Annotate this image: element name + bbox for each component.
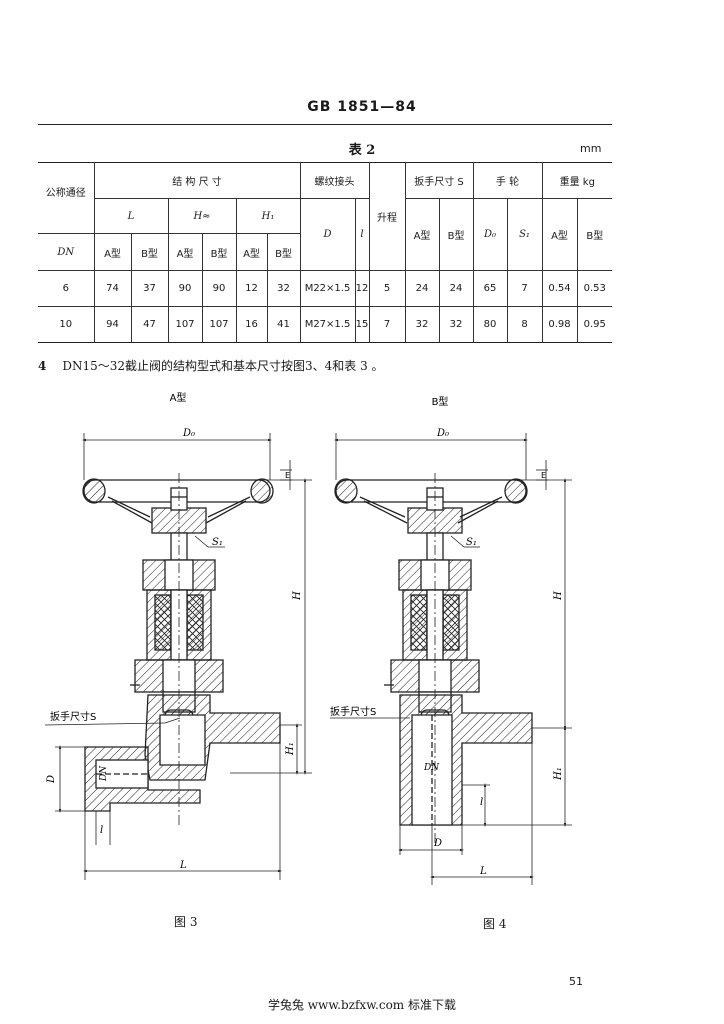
fig3-type-label: A型 — [170, 391, 187, 404]
fig3-label-H1: H₁ — [285, 742, 296, 756]
cell-S-b: 32 — [438, 306, 474, 343]
fig4-label-H1: H₁ — [553, 767, 564, 781]
fig3-label-H: H — [292, 591, 303, 601]
clause-paragraph: 4 DN15～32截止阀的结构型式和基本尺寸按图3、4和表 3 。 — [38, 357, 384, 374]
cell-W-a: 0.98 — [541, 306, 578, 343]
cell-dn: 10 — [38, 306, 95, 343]
cell-H1-a: 16 — [235, 306, 268, 343]
fig3-label-L: L — [179, 860, 187, 871]
fig4-type-label: B型 — [432, 395, 449, 408]
cell-l: 12 — [354, 270, 370, 307]
figure-4-drawing — [330, 433, 572, 885]
figure-3-title: 图 3 — [174, 915, 198, 929]
header-S-type-a: A型 — [404, 198, 440, 271]
page-number: 51 — [569, 975, 583, 988]
cell-L-b: 37 — [130, 270, 169, 307]
header-weight: 重量 kg — [541, 162, 613, 199]
footer-watermark: 学兔兔 www.bzfxw.com 标准下载 — [267, 998, 457, 1012]
cell-L-b: 47 — [130, 306, 169, 343]
header-dn: DN — [38, 233, 95, 271]
valve-drawings: A型 D₀ E S₁ H H₁ 扳手尺寸S D DN l L — [44, 391, 572, 885]
fig3-label-D0: D₀ — [182, 428, 195, 439]
header-L-type-b: B型 — [130, 233, 169, 271]
header-l: l — [354, 198, 370, 271]
cell-W-b: 0.95 — [576, 306, 613, 343]
header-W-type-a: A型 — [541, 198, 578, 271]
header-D: D — [299, 198, 356, 271]
cell-m: 7 — [368, 306, 406, 343]
header-lift: 升程 — [368, 162, 406, 271]
cell-m: 5 — [368, 270, 406, 307]
fig3-label-E: E — [285, 471, 290, 480]
header-H1-type-b: B型 — [266, 233, 301, 271]
cell-S-a: 24 — [404, 270, 440, 307]
cell-H-b: 107 — [201, 306, 237, 343]
spec-table: 公称通径 结 构 尺 寸 螺纹接头 升程 扳手尺寸 S 手 轮 重量 kg L … — [38, 162, 613, 343]
header-nominal-diameter: 公称通径 — [38, 162, 95, 234]
header-L-type-a: A型 — [93, 233, 132, 271]
cell-H1-b: 41 — [266, 306, 301, 343]
fig3-label-l: l — [100, 825, 103, 836]
header-S-type-b: B型 — [438, 198, 474, 271]
cell-S-b: 24 — [438, 270, 474, 307]
cell-dn: 6 — [38, 270, 95, 307]
header-thread-joint: 螺纹接头 — [299, 162, 370, 199]
header-handwheel: 手 轮 — [472, 162, 543, 199]
cell-W-b: 0.53 — [576, 270, 613, 307]
header-H1: H₁ — [235, 198, 301, 234]
fig4-label-L: L — [479, 866, 487, 877]
cell-H-a: 90 — [167, 270, 203, 307]
cell-H-a: 107 — [167, 306, 203, 343]
table-unit: mm — [580, 142, 602, 155]
header-nominal-diameter-label: 公称通径 — [45, 187, 86, 199]
header-structural-dims: 结 构 尺 寸 — [93, 162, 301, 199]
fig4-label-E: E — [541, 471, 546, 480]
header-H: H≈ — [167, 198, 237, 234]
fig4-label-l: l — [480, 797, 483, 808]
clause-text: DN15～32截止阀的结构型式和基本尺寸按图3、4和表 3 。 — [62, 359, 384, 373]
cell-L-a: 74 — [93, 270, 132, 307]
cell-S1: 8 — [506, 306, 543, 343]
table-row: 6 74 37 90 90 12 32 M22×1.5 12 5 24 24 6… — [38, 270, 613, 307]
fig4-label-wrench: 扳手尺寸S — [330, 705, 376, 718]
cell-S-a: 32 — [404, 306, 440, 343]
fig4-label-DN: DN — [423, 763, 440, 773]
fig4-label-S1: S₁ — [466, 537, 477, 548]
figure-3-drawing — [44, 433, 312, 880]
fig3-label-D: D — [46, 775, 57, 784]
fig3-label-wrench: 扳手尺寸S — [50, 710, 96, 723]
cell-D: M27×1.5 — [299, 306, 356, 343]
header-wrench-size: 扳手尺寸 S — [404, 162, 474, 199]
header-L: L — [93, 198, 169, 234]
cell-H1-a: 12 — [235, 270, 268, 307]
header-H-type-a: A型 — [167, 233, 203, 271]
cell-D0: 80 — [472, 306, 508, 343]
table-caption: 表 2 — [348, 143, 376, 158]
fig3-label-S1: S₁ — [212, 537, 223, 548]
clause-number: 4 — [38, 359, 47, 373]
header-H-type-b: B型 — [201, 233, 237, 271]
header-D0: D₀ — [472, 198, 508, 271]
cell-l: 15 — [354, 306, 370, 343]
fig4-label-D: D — [433, 838, 442, 849]
cell-L-a: 94 — [93, 306, 132, 343]
fig4-label-H: H — [553, 591, 564, 601]
standard-code-header: GB 1851—84 — [307, 99, 417, 115]
header-S1: S₁ — [506, 198, 543, 271]
fig4-label-D0: D₀ — [436, 428, 449, 439]
cell-H-b: 90 — [201, 270, 237, 307]
table-row: 10 94 47 107 107 16 41 M27×1.5 15 7 32 3… — [38, 306, 613, 343]
cell-W-a: 0.54 — [541, 270, 578, 307]
cell-S1: 7 — [506, 270, 543, 307]
figure-4-title: 图 4 — [483, 917, 507, 931]
header-H1-type-a: A型 — [235, 233, 268, 271]
cell-D: M22×1.5 — [299, 270, 356, 307]
fig3-label-DN: DN — [99, 765, 109, 782]
cell-D0: 65 — [472, 270, 508, 307]
header-W-type-b: B型 — [576, 198, 613, 271]
cell-H1-b: 32 — [266, 270, 301, 307]
header-rule — [38, 124, 612, 125]
